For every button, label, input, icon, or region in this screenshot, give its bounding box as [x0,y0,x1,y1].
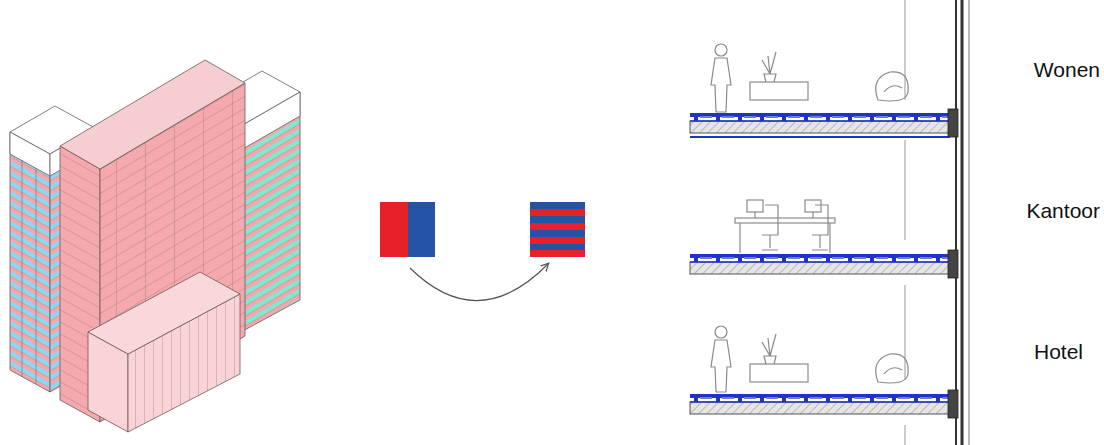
building-block [88,272,240,432]
floor-label: Wonen [1034,57,1100,82]
floor-sections [690,109,958,418]
living-furniture [711,44,908,112]
transform-symbol [380,202,585,301]
floor-slab [690,109,958,137]
floor-slab [690,390,958,418]
office-furniture [735,200,835,253]
floor-label: Hotel [1034,339,1083,364]
hotel-furniture [711,326,908,392]
facade-section [905,0,969,445]
floor-slab [690,250,958,278]
floor-label: Kantoor [1026,198,1100,223]
